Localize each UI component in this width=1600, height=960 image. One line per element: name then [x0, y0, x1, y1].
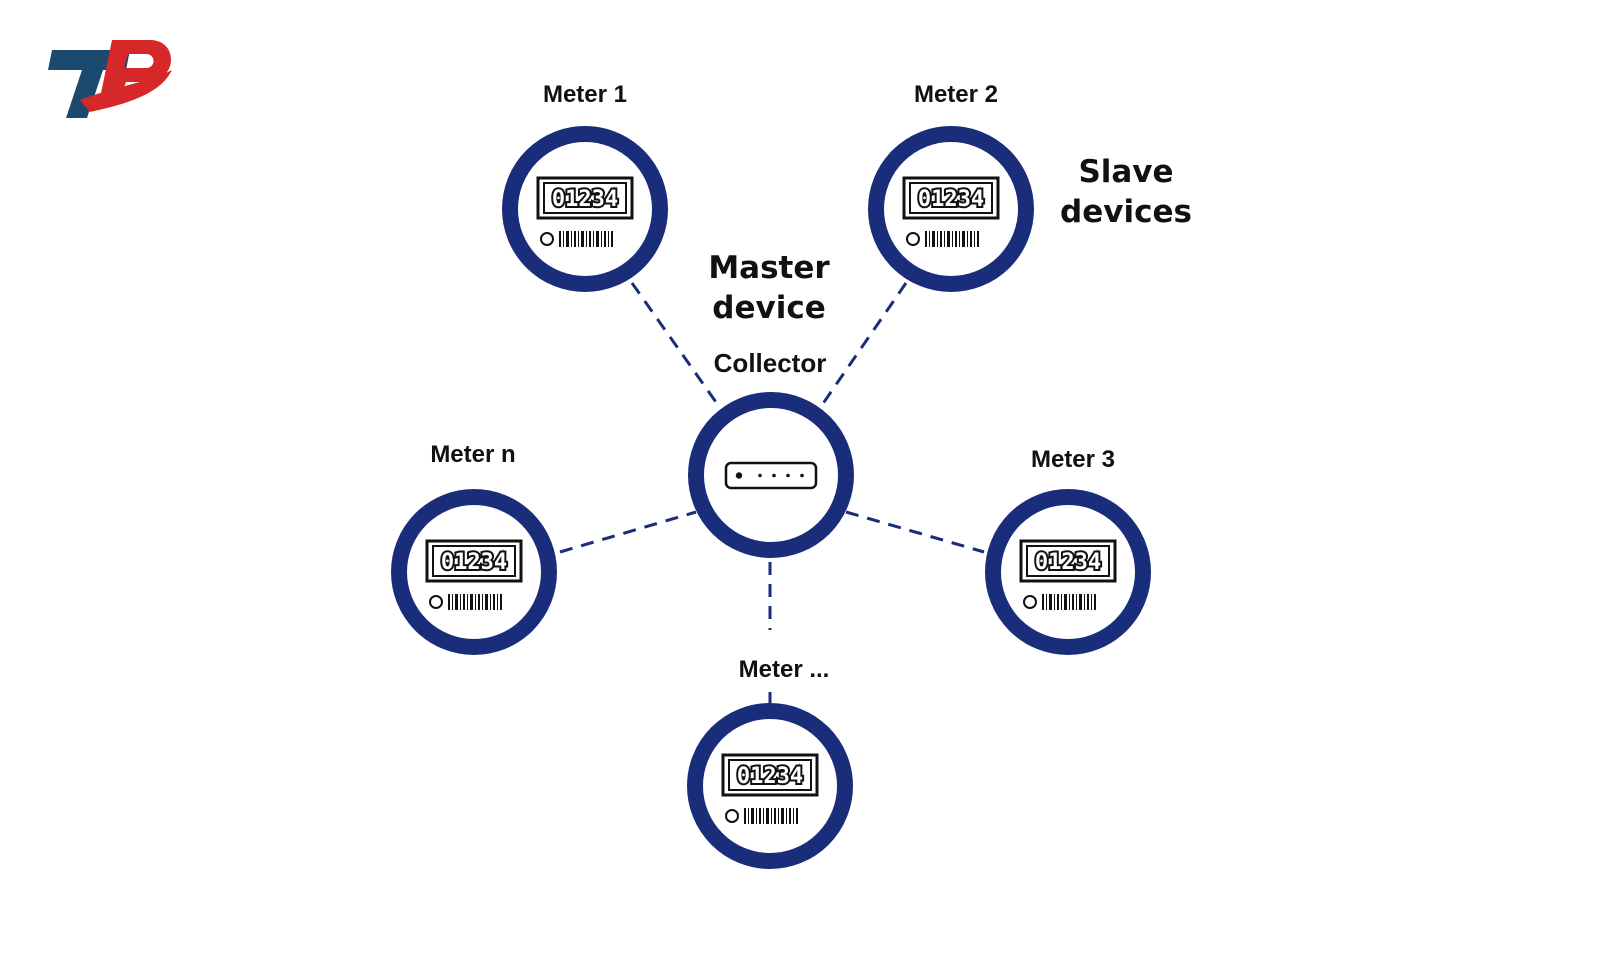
slave-devices-label-line1: Slave — [1078, 154, 1173, 190]
meter-reading: 01234 — [737, 764, 803, 789]
meter-node-1: 01234 — [502, 126, 668, 292]
barcode-icon — [1042, 594, 1096, 610]
meter-node-3: 01234 — [985, 489, 1151, 655]
meter-label-2: Meter 2 — [914, 81, 998, 108]
router-icon — [724, 461, 818, 490]
barcode-icon — [559, 231, 613, 247]
meter-reading: 01234 — [1035, 550, 1101, 575]
meter-node-2: 01234 — [868, 126, 1034, 292]
meter-reading: 01234 — [552, 187, 618, 212]
meter-dial-icon — [906, 232, 920, 246]
collector-node — [688, 392, 854, 558]
master-device-label-line1: Master — [708, 250, 830, 286]
meter-dial-icon — [429, 595, 443, 609]
connector-meter-1 — [630, 282, 720, 406]
connector-meter-n — [559, 510, 697, 554]
connectors — [559, 282, 985, 630]
tp-logo — [48, 40, 172, 118]
connector-meter-2 — [820, 282, 908, 406]
meter-label-n: Meter n — [430, 441, 515, 468]
meter-node-n: 01234 — [391, 489, 557, 655]
meter-label-more: Meter ... — [739, 656, 830, 683]
master-device-label-line2: device — [712, 290, 825, 326]
slave-devices-label-line2: devices — [1060, 194, 1192, 230]
collector-label: Collector — [714, 348, 827, 378]
meter-node-more: 01234 — [687, 703, 853, 869]
meter-reading: 01234 — [918, 187, 984, 212]
barcode-icon — [925, 231, 979, 247]
meter-reading: 01234 — [441, 550, 507, 575]
meter-dial-icon — [540, 232, 554, 246]
connector-meter-3 — [845, 510, 985, 554]
barcode-icon — [448, 594, 502, 610]
meter-label-1: Meter 1 — [543, 81, 627, 108]
meter-dial-icon — [725, 809, 739, 823]
barcode-icon — [744, 808, 798, 824]
meter-dial-icon — [1023, 595, 1037, 609]
meter-label-3: Meter 3 — [1031, 446, 1115, 473]
